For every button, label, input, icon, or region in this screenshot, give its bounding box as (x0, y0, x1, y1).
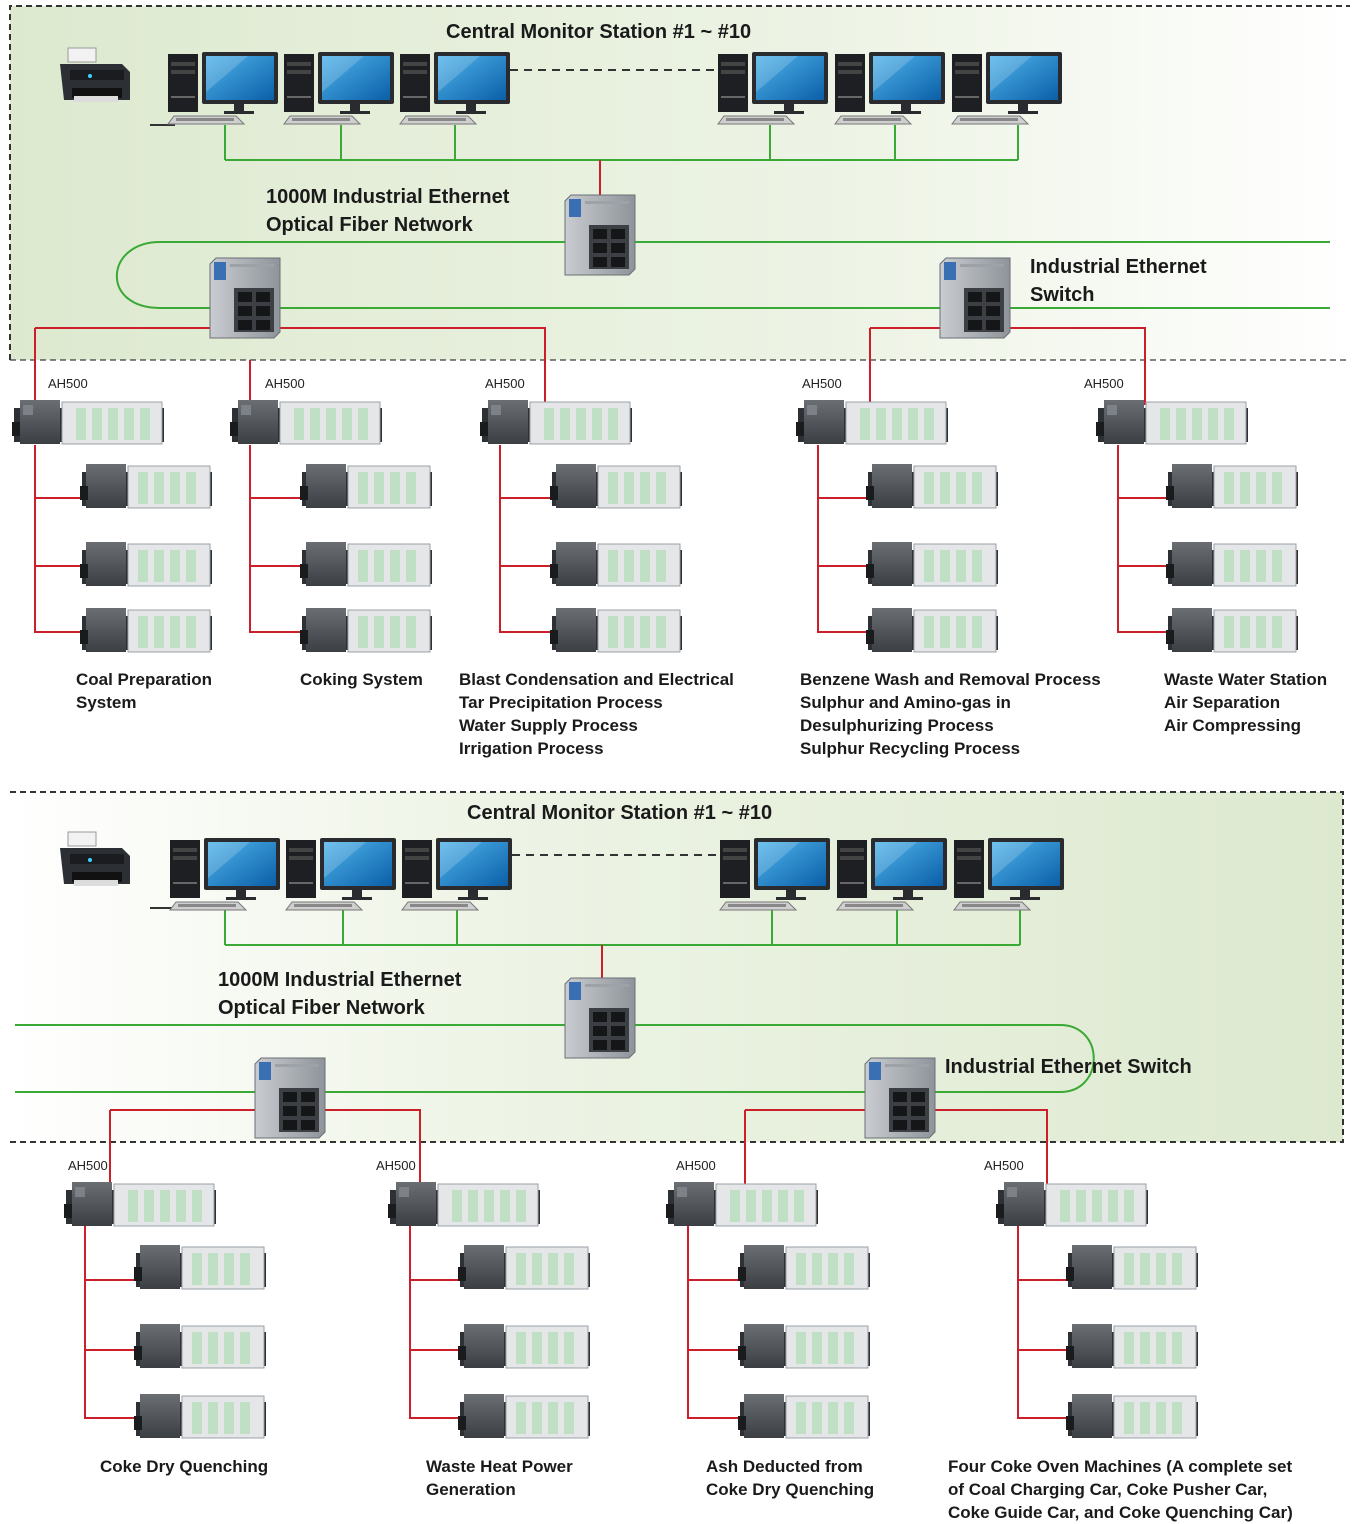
industrial-switch-icon (564, 977, 636, 1059)
plc-rack-icon (11, 399, 165, 445)
plc-rack-icon (1165, 607, 1299, 653)
system-label: Coal Preparation System (76, 670, 213, 712)
plc-label: AH500 (1084, 376, 1124, 391)
plc-label: AH500 (68, 1158, 108, 1173)
bottom-plc-group-2 (387, 1181, 591, 1439)
plc-rack-icon (63, 1181, 217, 1227)
bottom-fiber-ring (15, 1024, 1095, 1093)
bottom-links (109, 1109, 1048, 1190)
plc-label: AH500 (802, 376, 842, 391)
system-label: Waste Heat Power Generation (426, 1457, 573, 1499)
plc-rack-icon (133, 1393, 267, 1439)
plc-rack-icon (549, 463, 683, 509)
plc-rack-icon (133, 1244, 267, 1290)
plc-label: AH500 (984, 1158, 1024, 1173)
bottom-network-label: 1000M Industrial Ethernet Optical Fiber … (218, 969, 462, 1019)
plc-rack-icon (737, 1244, 871, 1290)
bottom-plc-group-4 (995, 1181, 1199, 1439)
bottom-switch-label: Industrial Ethernet Switch (945, 1056, 1192, 1078)
plc-label: AH500 (485, 376, 525, 391)
top-zone-boundary (9, 5, 1350, 360)
plc-rack-icon (299, 463, 433, 509)
plc-rack-icon (479, 399, 633, 445)
plc-rack-icon (865, 607, 999, 653)
system-label: Ash Deducted from Coke Dry Quenching (706, 1457, 875, 1499)
plc-rack-icon (865, 541, 999, 587)
top-plc-group-4 (795, 399, 999, 653)
system-label: Benzene Wash and Removal Process Sulphur… (800, 670, 1101, 758)
top-plc-group-5 (1095, 399, 1299, 653)
system-label: Four Coke Oven Machines (A complete set … (948, 1457, 1293, 1522)
plc-rack-icon (387, 1181, 541, 1227)
plc-rack-icon (299, 607, 433, 653)
system-label: Coking System (300, 670, 423, 689)
plc-rack-icon (457, 1244, 591, 1290)
plc-rack-icon (995, 1181, 1149, 1227)
plc-label: AH500 (48, 376, 88, 391)
system-label: Waste Water Station Air Separation Air C… (1164, 670, 1328, 735)
plc-rack-icon (795, 399, 949, 445)
plc-label: AH500 (676, 1158, 716, 1173)
plc-rack-icon (737, 1393, 871, 1439)
plc-rack-icon (1095, 399, 1249, 445)
plc-rack-icon (665, 1181, 819, 1227)
system-label: Blast Condensation and Electrical Tar Pr… (459, 670, 734, 758)
top-links (34, 327, 1146, 405)
bottom-station-title: Central Monitor Station #1 ~ #10 (467, 802, 773, 824)
bottom-station-bus (224, 910, 1021, 946)
plc-rack-icon (1065, 1244, 1199, 1290)
system-label: Coke Dry Quenching (100, 1457, 269, 1476)
top-plc-group-3 (479, 399, 683, 653)
top-station-title: Central Monitor Station #1 ~ #10 (446, 21, 752, 43)
plc-rack-icon (457, 1393, 591, 1439)
industrial-switch-icon (864, 1057, 936, 1139)
top-plc-group-1 (11, 399, 213, 653)
plc-rack-icon (79, 541, 213, 587)
industrial-switch-icon (939, 257, 1011, 339)
industrial-switch-icon (209, 257, 281, 339)
plc-rack-icon (549, 541, 683, 587)
industrial-switch-icon (564, 194, 636, 276)
plc-rack-icon (79, 607, 213, 653)
top-fiber-ring (115, 241, 1330, 309)
plc-label: AH500 (376, 1158, 416, 1173)
plc-rack-icon (299, 541, 433, 587)
plc-rack-icon (737, 1323, 871, 1369)
top-station-bus (224, 125, 1019, 161)
plc-rack-icon (79, 463, 213, 509)
plc-rack-icon (1065, 1323, 1199, 1369)
plc-rack-icon (1065, 1393, 1199, 1439)
plc-rack-icon (1165, 463, 1299, 509)
top-network-label: 1000M Industrial Ethernet Optical Fiber … (266, 186, 510, 236)
plc-rack-icon (229, 399, 383, 445)
plc-rack-icon (865, 463, 999, 509)
top-switch-label: Industrial Ethernet Switch (1030, 256, 1207, 306)
top-plc-group-2 (229, 399, 433, 653)
plc-rack-icon (133, 1323, 267, 1369)
plc-label: AH500 (265, 376, 305, 391)
industrial-switch-icon (254, 1057, 326, 1139)
bottom-plc-group-1 (63, 1181, 267, 1439)
plc-rack-icon (549, 607, 683, 653)
plc-rack-icon (1165, 541, 1299, 587)
plc-rack-icon (457, 1323, 591, 1369)
bottom-plc-group-3 (665, 1181, 871, 1439)
